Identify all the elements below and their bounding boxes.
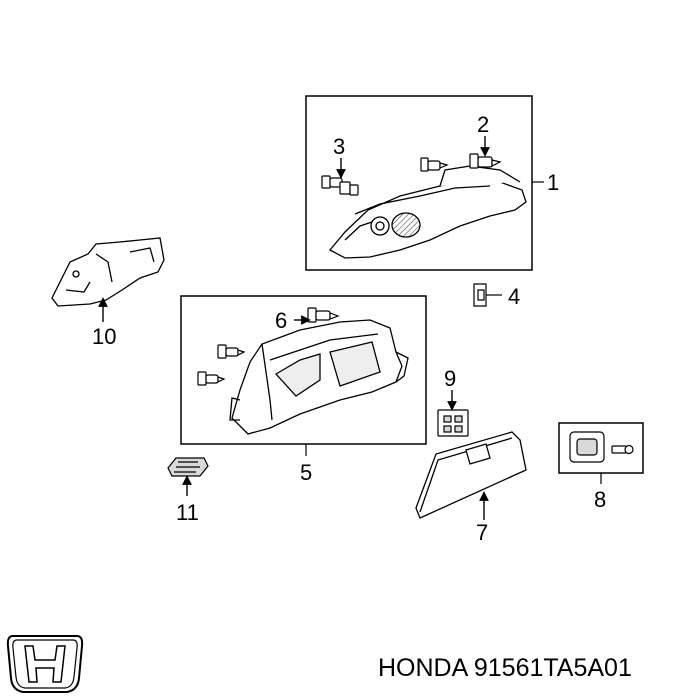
handle-8 (569, 431, 634, 463)
callout-4: 4 (508, 284, 520, 309)
callout-5: 5 (300, 460, 312, 485)
bracket-9 (437, 409, 469, 437)
bracket-10 (51, 237, 165, 307)
speaker-grille (391, 212, 421, 238)
callout-3: 3 (333, 134, 345, 159)
cover-panel-7 (415, 431, 527, 519)
group-box-1 (305, 95, 533, 271)
clip-4 (473, 283, 502, 307)
callout-10: 10 (92, 324, 116, 349)
part-caption: HONDA 91561TA5A01 (378, 650, 688, 686)
callout-1: 1 (547, 170, 559, 195)
callout-9: 9 (444, 366, 456, 391)
clip-2b (420, 157, 449, 172)
clip-6 (307, 307, 340, 323)
clip-6c (197, 371, 226, 386)
callout-7: 7 (476, 520, 488, 545)
clip-11 (167, 457, 209, 477)
upper-trim-panel (328, 165, 527, 259)
clip-6b (217, 344, 246, 359)
clip-2 (469, 153, 502, 169)
clip-3 (321, 175, 359, 196)
group-box-5 (180, 295, 427, 445)
callout-6: 6 (275, 308, 287, 333)
callout-11: 11 (176, 500, 199, 525)
honda-logo (6, 635, 84, 693)
callout-2: 2 (477, 112, 489, 137)
side-trim-panel (229, 319, 409, 435)
brand-name: HONDA (378, 654, 467, 682)
part-number: 91561TA5A01 (473, 654, 632, 682)
callout-8: 8 (594, 487, 606, 512)
